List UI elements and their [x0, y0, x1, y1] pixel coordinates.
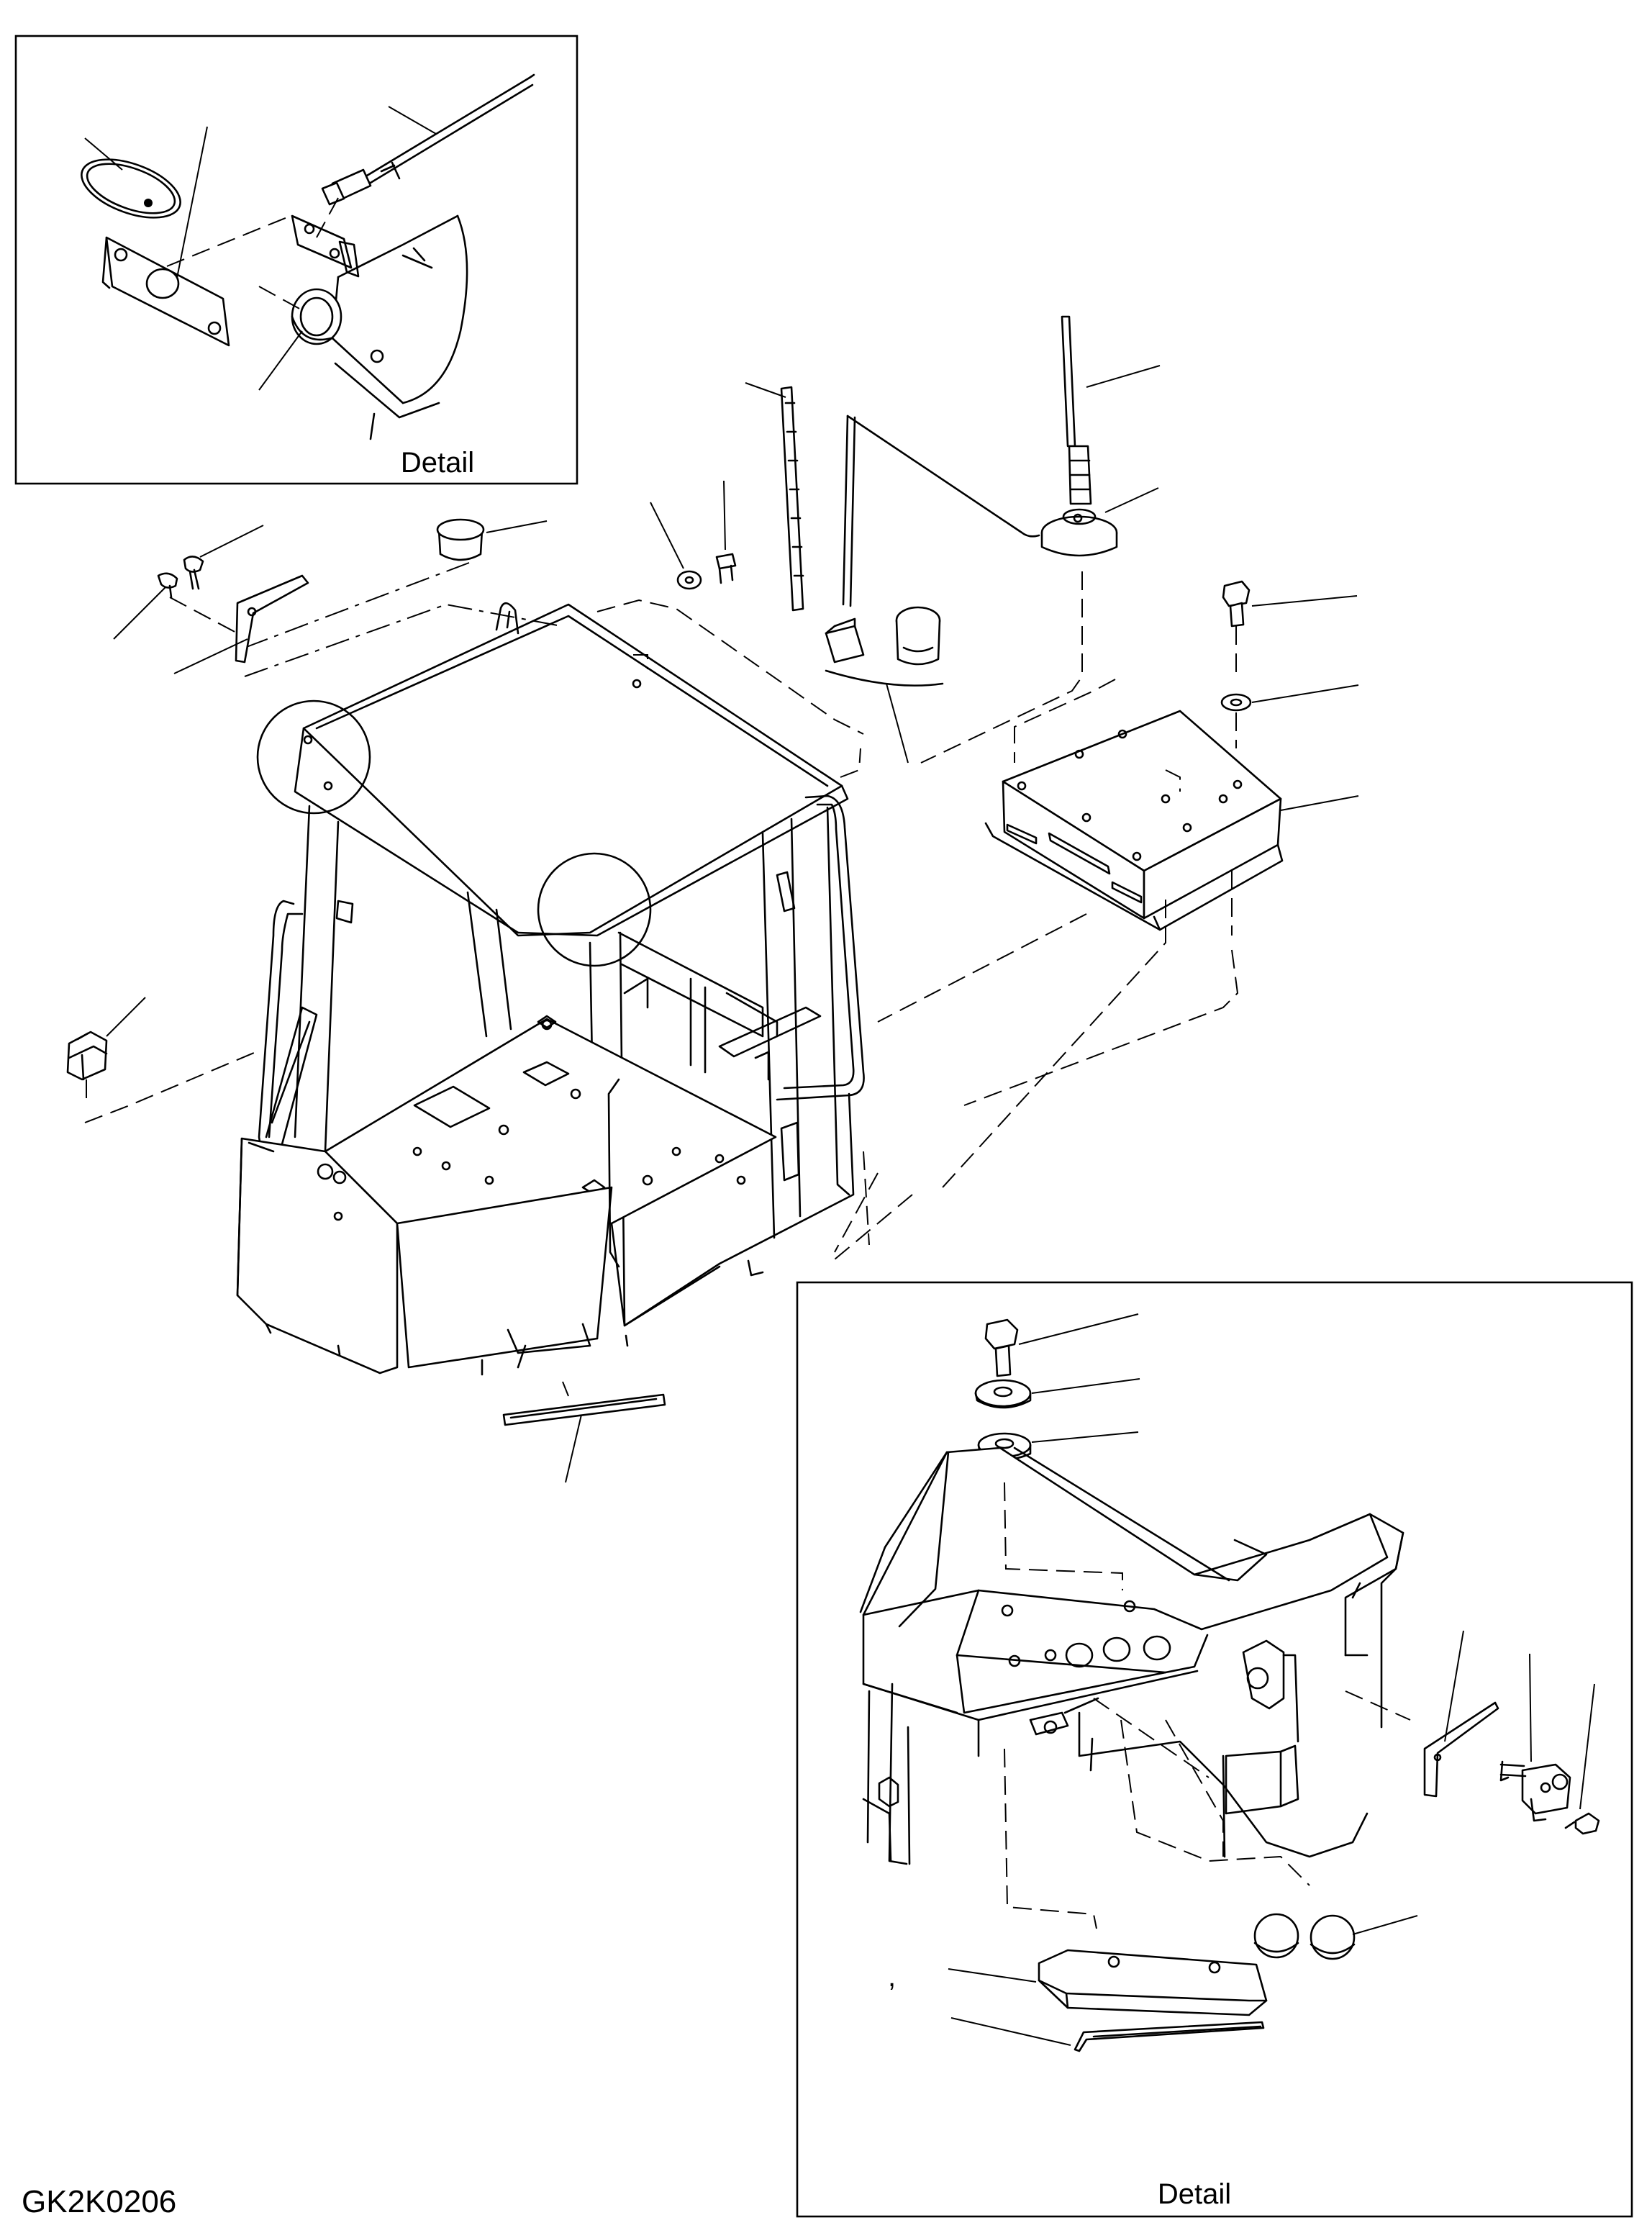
washer-upper: [1220, 693, 1252, 712]
controller-box: [984, 710, 1284, 931]
antenna-bracket: [291, 214, 360, 278]
inset-top-detail: Detail: [14, 35, 578, 485]
stray-mark: ,: [888, 1961, 896, 1993]
cab-floor: [324, 1015, 777, 1225]
antenna-connector: [825, 617, 865, 664]
mounting-plate: [101, 236, 230, 347]
rivet-pair: [157, 556, 204, 599]
inset-bottom-frame: [796, 1281, 1633, 2218]
inset-bottom-detail: Detail ,: [796, 1281, 1633, 2218]
antenna-cable: [846, 415, 1040, 538]
cab-roof: [294, 603, 849, 937]
whip-antenna: [321, 73, 535, 206]
cab-front-body: [236, 1137, 613, 1375]
washer-detail-1: [974, 1379, 1032, 1409]
callout-circle-roof-left: [256, 699, 371, 815]
detail-switch: [1499, 1760, 1571, 1822]
roof-corner-fragment: [331, 214, 468, 440]
detail-seal-strip: [1074, 2021, 1265, 2052]
grommet: [291, 288, 342, 345]
inset-bottom-caption: Detail: [1158, 2178, 1231, 2210]
weatherstrip-vertical: [780, 386, 804, 612]
detail-roof-structure: [859, 1446, 1404, 1757]
weatherstrip-bottom: [502, 1393, 666, 1426]
callout-circle-roof-right: [537, 852, 652, 967]
detail-latch-bracket: [1423, 1701, 1499, 1798]
detail-cap-2: [1310, 1914, 1356, 1960]
roof-cap: [436, 518, 485, 561]
detail-screw: [1564, 1812, 1600, 1835]
detail-cap-1: [1253, 1913, 1299, 1959]
cab-assembly: [236, 602, 865, 1376]
washer: [676, 570, 702, 590]
magnetic-antenna: [1040, 315, 1118, 557]
antenna-plug: [895, 606, 941, 666]
hex-bolt-upper: [1222, 580, 1251, 628]
latch-bracket: [235, 574, 309, 664]
rocker-switch: [66, 1031, 108, 1081]
figure-code: GK2K0206: [22, 2184, 176, 2219]
small-bolt: [715, 553, 737, 584]
inset-top-caption: Detail: [401, 447, 474, 479]
inset-top-frame: [14, 35, 578, 485]
hex-bolt-detail: [984, 1318, 1019, 1377]
detail-cover: [1038, 1949, 1268, 2016]
retainer-strap: [81, 158, 181, 219]
